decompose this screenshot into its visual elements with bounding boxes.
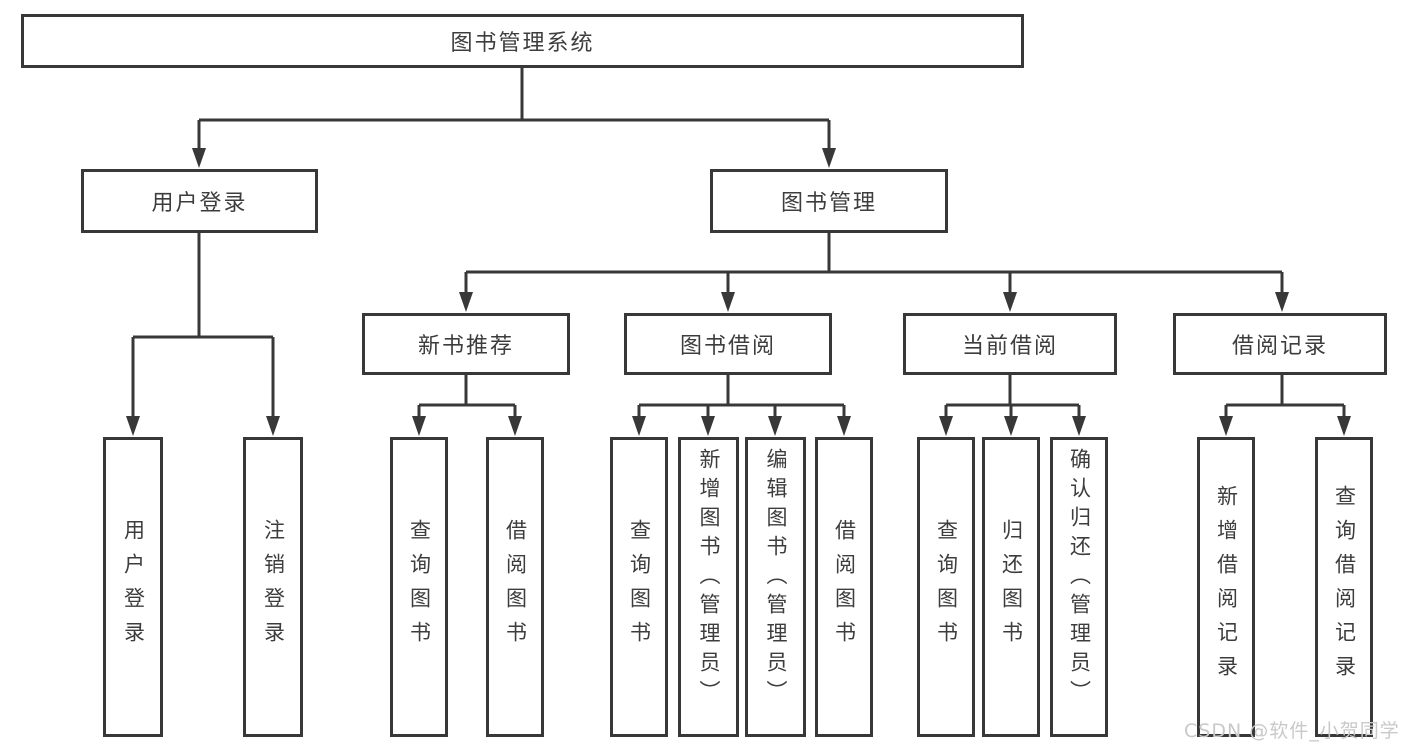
leaf-records-add: 新增借阅记录 bbox=[1197, 437, 1255, 737]
leaf-borrow-query-label: 查询图书 bbox=[627, 519, 652, 655]
leaf-logout: 注销登录 bbox=[243, 437, 303, 737]
leaf-current-return: 归还图书 bbox=[982, 437, 1040, 737]
node-new-book-rec-label: 新书推荐 bbox=[417, 334, 514, 359]
leaf-user-login: 用户登录 bbox=[103, 437, 163, 737]
leaf-borrow-query: 查询图书 bbox=[610, 437, 668, 737]
leaf-user-login-label: 用户登录 bbox=[121, 519, 146, 655]
leaf-newbook-borrow: 借阅图书 bbox=[486, 437, 544, 737]
node-user-login: 用户登录 bbox=[81, 169, 318, 233]
leaf-records-query-label: 查询借阅记录 bbox=[1332, 485, 1357, 689]
leaf-borrow-add: 新增图书（管理员） bbox=[678, 437, 739, 737]
leaf-current-confirm-label: 确认归还（管理员） bbox=[1067, 448, 1092, 709]
leaf-newbook-borrow-label: 借阅图书 bbox=[503, 519, 528, 655]
leaf-logout-label: 注销登录 bbox=[261, 519, 286, 655]
node-borrow-records: 借阅记录 bbox=[1173, 313, 1387, 375]
node-new-book-rec: 新书推荐 bbox=[362, 313, 570, 375]
node-current-borrow-label: 当前借阅 bbox=[961, 334, 1058, 359]
leaf-borrow-book-label: 借阅图书 bbox=[832, 519, 857, 655]
leaf-current-query: 查询图书 bbox=[917, 437, 975, 737]
watermark: CSDN @软件_小贺同学 bbox=[1184, 720, 1400, 742]
node-root: 图书管理系统 bbox=[21, 14, 1024, 68]
node-current-borrow: 当前借阅 bbox=[903, 313, 1117, 375]
leaf-current-return-label: 归还图书 bbox=[999, 519, 1024, 655]
leaf-newbook-query: 查询图书 bbox=[390, 437, 448, 737]
node-user-login-label: 用户登录 bbox=[151, 191, 248, 216]
leaf-current-query-label: 查询图书 bbox=[934, 519, 959, 655]
leaf-newbook-query-label: 查询图书 bbox=[407, 519, 432, 655]
leaf-records-query: 查询借阅记录 bbox=[1315, 437, 1373, 737]
leaf-borrow-edit: 编辑图书（管理员） bbox=[745, 437, 806, 737]
node-borrow-records-label: 借阅记录 bbox=[1231, 334, 1328, 359]
node-book-borrow: 图书借阅 bbox=[624, 313, 832, 375]
node-book-mgmt-label: 图书管理 bbox=[780, 191, 877, 216]
leaf-current-confirm: 确认归还（管理员） bbox=[1050, 437, 1108, 737]
leaf-records-add-label: 新增借阅记录 bbox=[1214, 485, 1239, 689]
node-root-label: 图书管理系统 bbox=[450, 31, 595, 56]
leaf-borrow-edit-label: 编辑图书（管理员） bbox=[764, 448, 788, 709]
node-book-borrow-label: 图书借阅 bbox=[679, 334, 776, 359]
leaf-borrow-add-label: 新增图书（管理员） bbox=[697, 448, 721, 709]
node-book-mgmt: 图书管理 bbox=[710, 169, 948, 233]
leaf-borrow-book: 借阅图书 bbox=[815, 437, 873, 737]
